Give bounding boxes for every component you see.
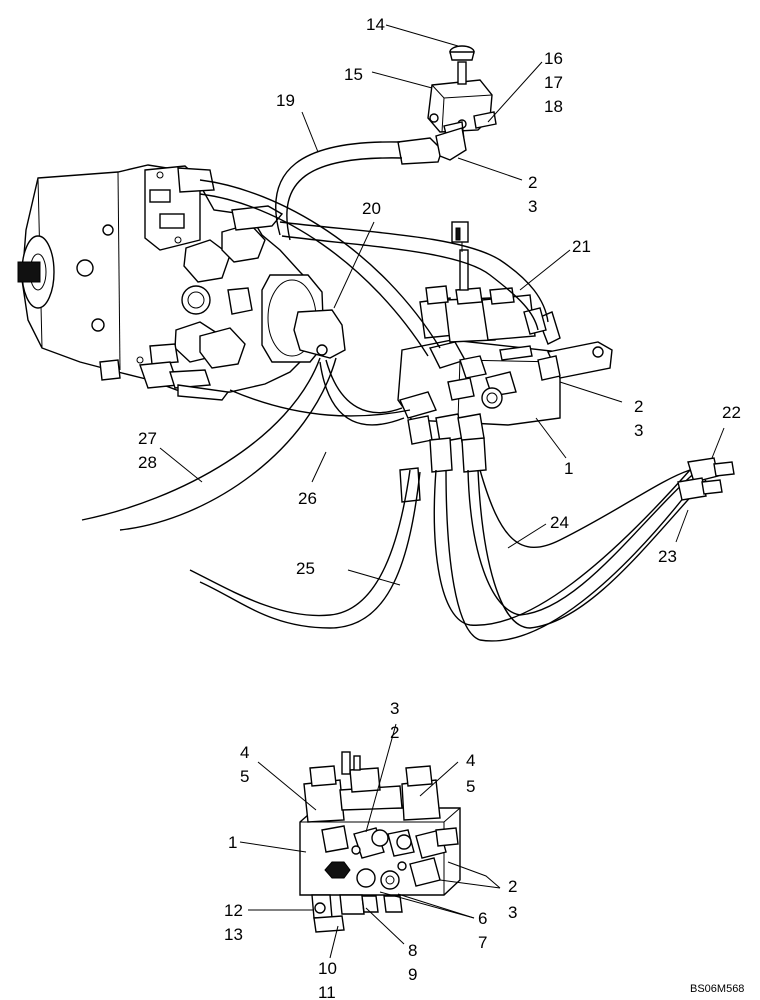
callout-23: 23	[658, 547, 677, 566]
callout-3-upper: 3	[528, 197, 537, 216]
callout-26: 26	[298, 489, 317, 508]
callout-15: 15	[344, 65, 363, 84]
callout-19: 19	[276, 91, 295, 110]
callout-27: 27	[138, 429, 157, 448]
callout-1-lower: 1	[228, 833, 237, 852]
callout-20: 20	[362, 199, 381, 218]
callout-1-upper: 1	[564, 459, 573, 478]
callout-10: 10	[318, 959, 337, 978]
callout-25: 25	[296, 559, 315, 578]
leader-lines	[159, 24, 725, 959]
callout-8: 8	[408, 941, 417, 960]
elbow-fitting	[397, 127, 467, 165]
callout-2-mid: 2	[634, 397, 643, 416]
hose-end-fittings	[677, 457, 735, 501]
callout-12: 12	[224, 901, 243, 920]
control-valve-block	[397, 221, 613, 503]
valve-block-detail	[299, 751, 461, 933]
drawing-code: BS06M568	[690, 983, 744, 995]
callout-7: 7	[478, 933, 487, 952]
callout-5-left: 5	[240, 767, 249, 786]
hydraulic-pump	[17, 164, 325, 401]
callout-6: 6	[478, 909, 487, 928]
callout-3-mid: 3	[634, 421, 643, 440]
hand-valve	[427, 45, 497, 143]
hose-clamp	[293, 309, 346, 359]
callout-14: 14	[366, 15, 385, 34]
callout-18: 18	[544, 97, 563, 116]
callout-4-left: 4	[240, 743, 249, 762]
callout-13: 13	[224, 925, 243, 944]
callout-16: 16	[544, 49, 563, 68]
hoses	[81, 141, 707, 642]
callout-2-lower: 2	[508, 877, 517, 896]
callout-17: 17	[544, 73, 563, 92]
callout-labels: 14 15 16 17 18 19 2 3 20 21 2 3 1 22 27 …	[138, 15, 744, 1000]
callout-22: 22	[722, 403, 741, 422]
callout-3-lower-top: 3	[390, 699, 399, 718]
callout-3-lower: 3	[508, 903, 517, 922]
callout-5-right: 5	[466, 777, 475, 796]
callout-4-right: 4	[466, 751, 475, 770]
callout-11: 11	[318, 983, 336, 1000]
callout-21: 21	[572, 237, 591, 256]
callout-2-lower-top: 2	[390, 723, 399, 742]
callout-2-upper: 2	[528, 173, 537, 192]
callout-24: 24	[550, 513, 569, 532]
callout-9: 9	[408, 965, 417, 984]
callout-28: 28	[138, 453, 157, 472]
